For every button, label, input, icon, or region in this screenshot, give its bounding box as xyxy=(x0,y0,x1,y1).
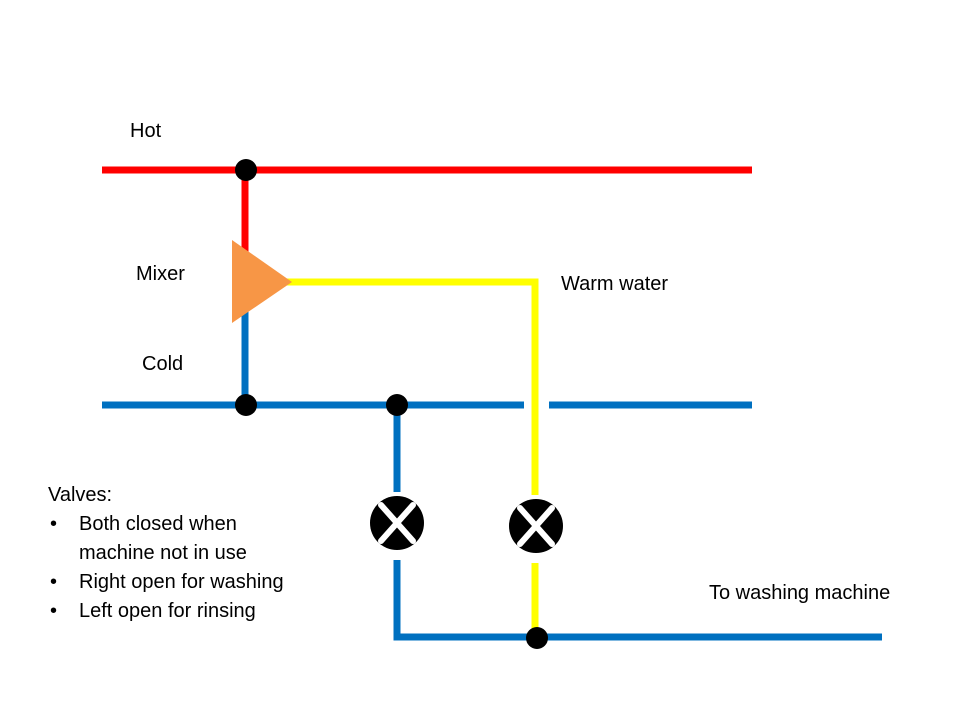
mixer-label: Mixer xyxy=(136,263,185,285)
cold-label: Cold xyxy=(142,353,184,375)
outlet-label: To washing machine xyxy=(709,582,891,604)
valve-note-item: Both closed when machine not in use xyxy=(48,510,294,568)
cold-branch-pipe-lower xyxy=(393,560,535,641)
right-valve-icon xyxy=(509,499,563,553)
mixer-icon xyxy=(232,240,292,323)
junction-dot-icon xyxy=(235,394,257,416)
valve-note-item: Right open for washing xyxy=(48,568,294,597)
valve-notes: Valves: Both closed when machine not in … xyxy=(48,481,294,626)
junction-dot-icon xyxy=(526,627,548,649)
valve-notes-list: Both closed when machine not in use Righ… xyxy=(48,510,294,626)
hot-label: Hot xyxy=(130,120,162,142)
valve-note-item: Left open for rinsing xyxy=(48,597,294,626)
junction-dot-icon xyxy=(386,394,408,416)
left-valve-icon xyxy=(370,496,424,550)
valve-notes-title: Valves: xyxy=(48,484,113,506)
warm-water-pipe xyxy=(285,278,539,495)
junction-dot-icon xyxy=(235,159,257,181)
warm-water-label: Warm water xyxy=(561,273,669,295)
